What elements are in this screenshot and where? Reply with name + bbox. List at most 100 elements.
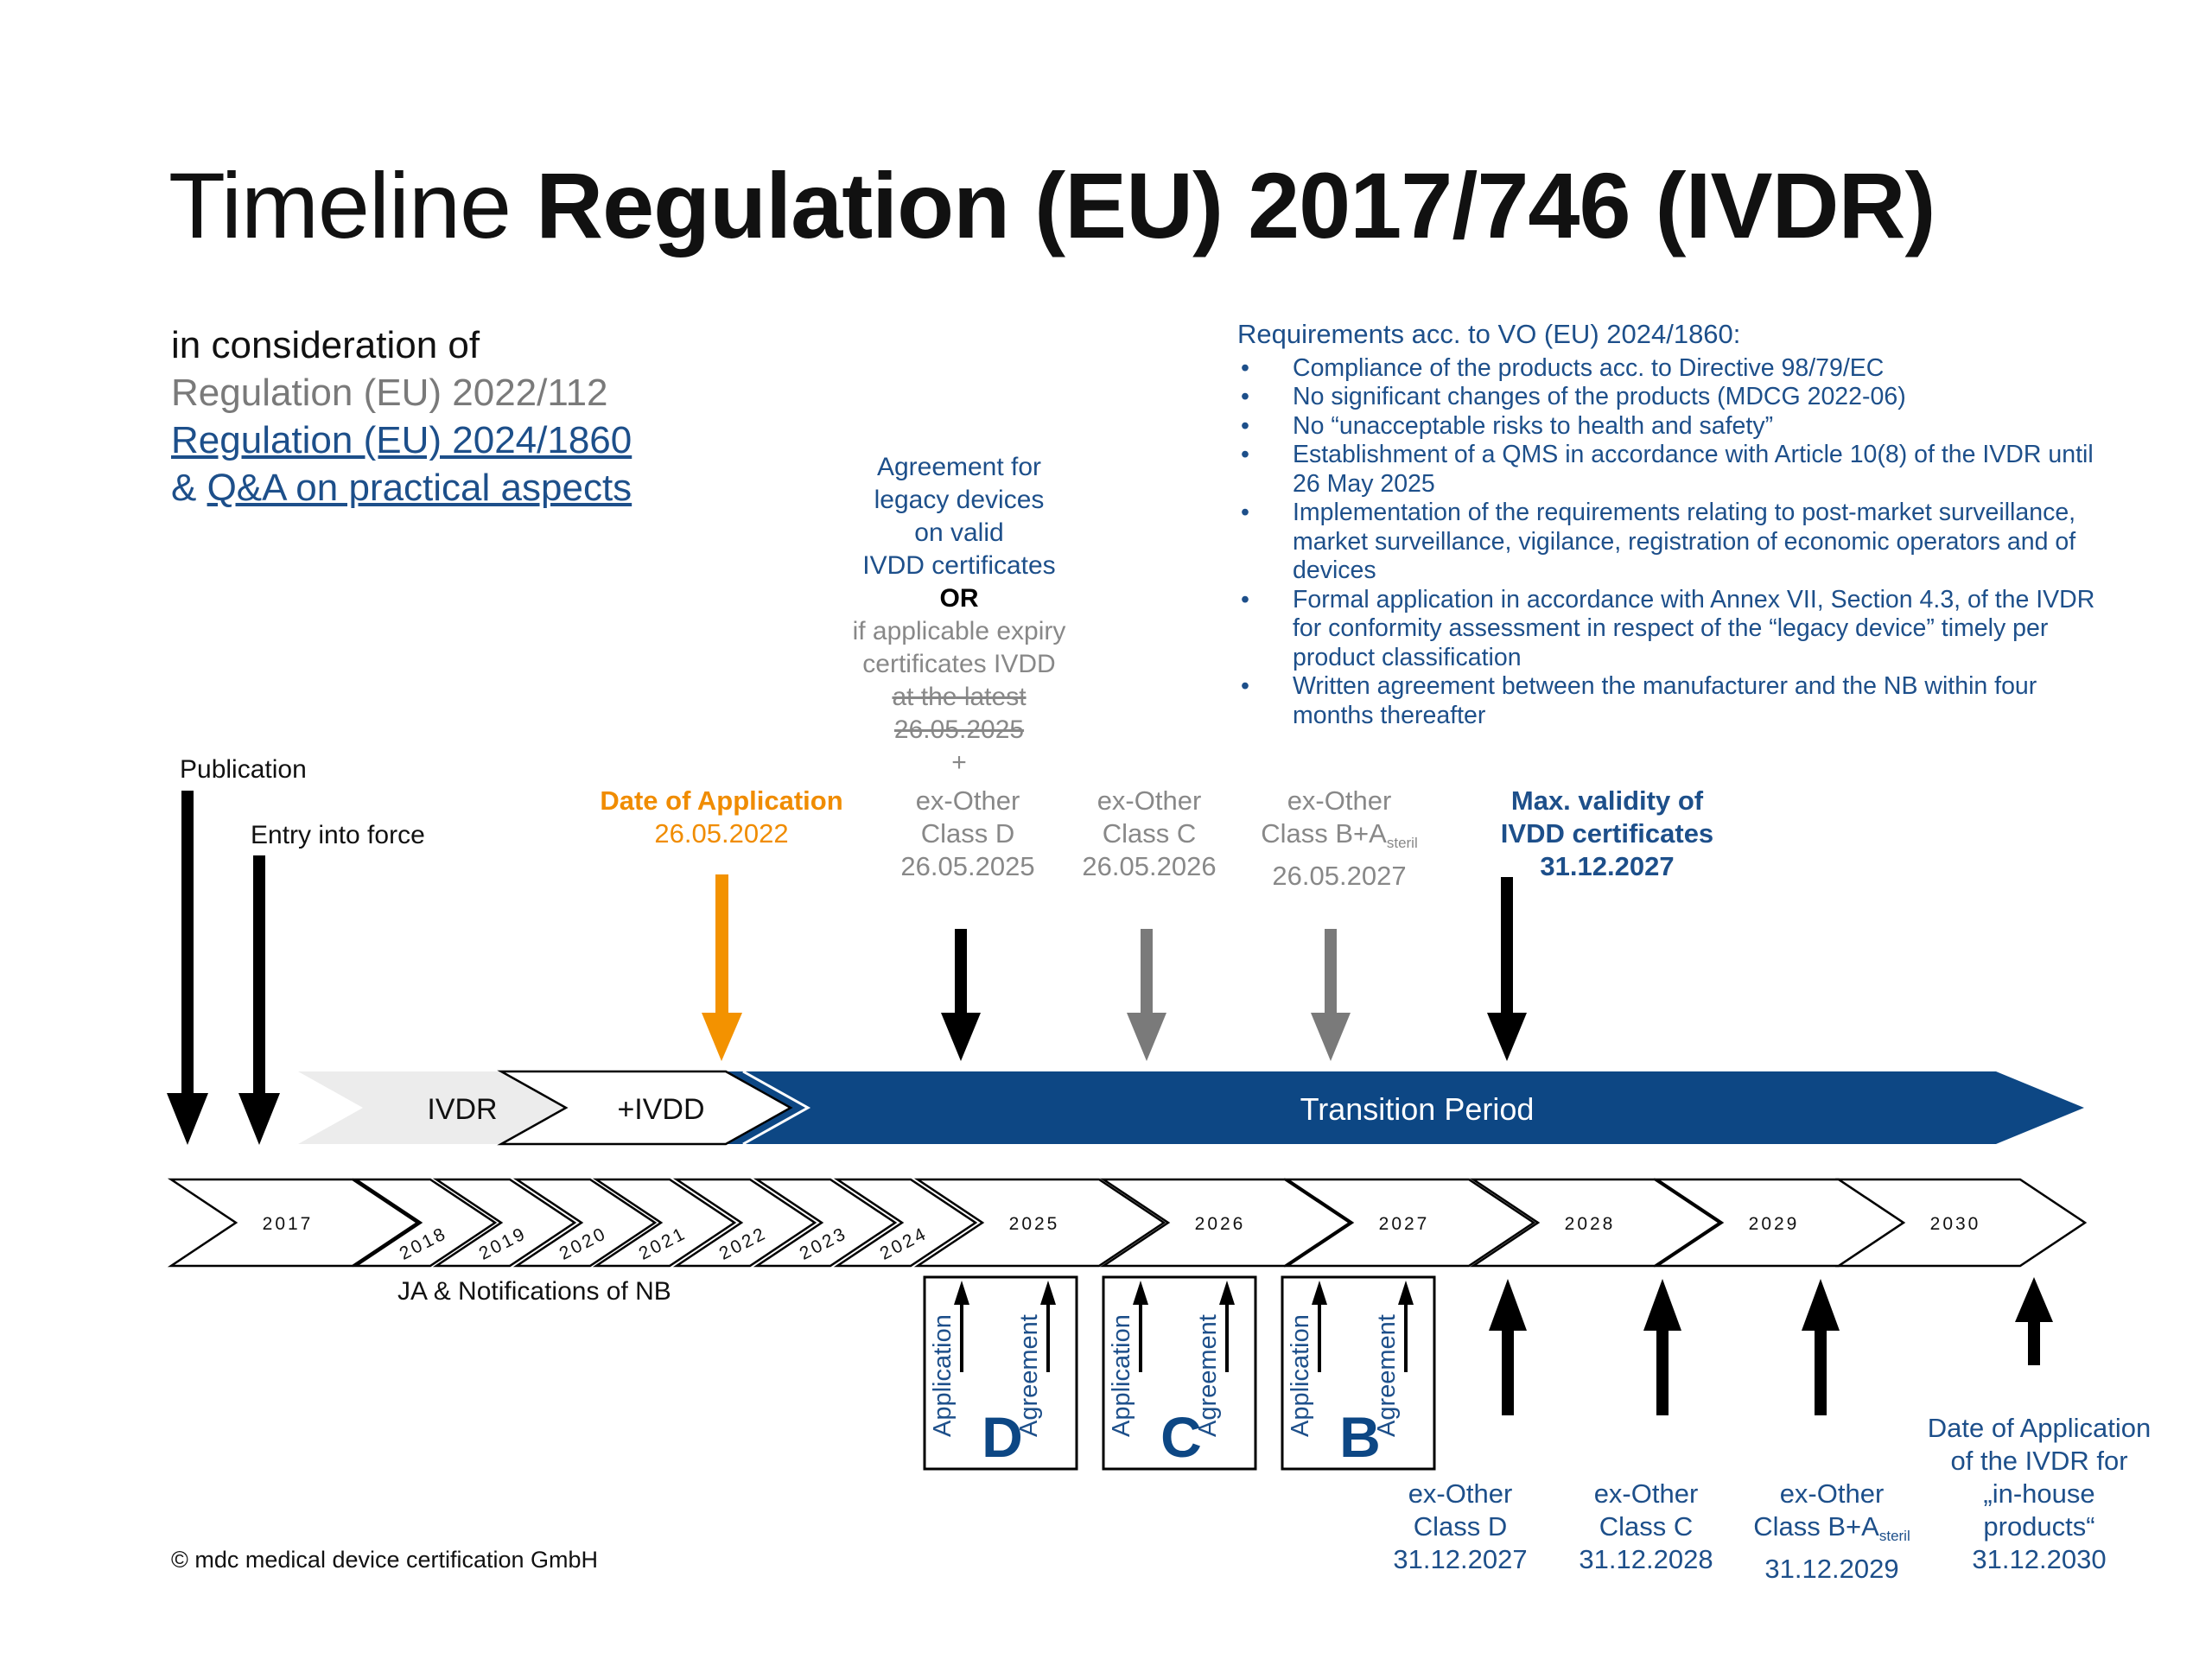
event-date: 31.12.2030 <box>1972 1544 2107 1574</box>
agreement-arrow <box>1046 1301 1050 1372</box>
agreement-note-or: OR <box>939 584 979 613</box>
year-chevron <box>1283 1178 1536 1268</box>
event-line: ex-Other <box>1408 1478 1513 1509</box>
year-chevron <box>512 1178 658 1268</box>
agreement-arrow <box>1225 1301 1229 1372</box>
class-letter: D <box>982 1405 1023 1469</box>
bottom-arrow-in-house <box>2015 1277 2053 1365</box>
event-line: Class B+A <box>1261 818 1387 849</box>
requirement-item: Written agreement between the manufactur… <box>1241 672 2110 730</box>
publication-label: Publication <box>180 755 307 784</box>
agreement-note-line: on valid <box>914 518 1004 547</box>
year-chevron <box>672 1178 817 1268</box>
copyright: © mdc medical device certification GmbH <box>171 1547 599 1573</box>
bottom-arrow-class-c <box>1643 1279 1681 1415</box>
entry-into-force-arrow <box>238 855 280 1145</box>
ex-other-class-b-label: ex-Other Class B+Asteril 26.05.2027 <box>1236 785 1443 893</box>
arrow-head <box>1312 1281 1327 1305</box>
event-line: IVDD certificates <box>1500 818 1714 849</box>
arrow-head <box>1040 1281 1056 1305</box>
application-arrow <box>1318 1301 1321 1372</box>
band-ivdd-label: +IVDD <box>617 1093 704 1126</box>
title-bold: Regulation (EU) 2017/746 (IVDR) <box>536 153 1936 257</box>
event-line: ex-Other <box>1779 1478 1885 1509</box>
arrow-head <box>1133 1281 1148 1305</box>
max-validity-label: Max. validity of IVDD certificates 31.12… <box>1478 785 1737 883</box>
event-date: 26.05.2025 <box>900 851 1035 881</box>
event-line: ex-Other <box>1593 1478 1699 1509</box>
bottom-class-d-label: ex-Other Class D 31.12.2027 <box>1365 1478 1555 1576</box>
box-frame <box>923 1275 1078 1471</box>
qa-prefix: & <box>171 467 207 509</box>
application-arrow <box>1139 1301 1142 1372</box>
bottom-arrow-class-d <box>1489 1279 1527 1415</box>
event-line: Max. validity of <box>1510 785 1704 816</box>
event-line: Class D <box>1413 1511 1508 1542</box>
year-label: 2017 <box>263 1214 314 1234</box>
year-chevron <box>1834 1178 2088 1268</box>
agreement-note-line: if applicable expiry <box>852 617 1066 645</box>
application-label: Application <box>1108 1314 1135 1437</box>
consideration-block: in consideration of Regulation (EU) 2022… <box>171 321 632 512</box>
year-chevron <box>352 1178 498 1268</box>
agreement-note-line: certificates IVDD <box>862 650 1056 678</box>
year-chevron <box>833 1178 978 1268</box>
event-date: 31.12.2027 <box>1393 1544 1528 1574</box>
qa-practical-aspects-link[interactable]: Q&A on practical aspects <box>207 467 632 509</box>
event-date: 31.12.2027 <box>1540 851 1675 881</box>
title-light: Timeline <box>168 153 512 257</box>
agreement-label: Agreement <box>1015 1314 1043 1437</box>
application-arrow <box>960 1301 963 1372</box>
agreement-note-plus: + <box>951 748 967 777</box>
requirement-item: Compliance of the products acc. to Direc… <box>1241 354 2110 384</box>
bottom-in-house-label: Date of Application of the IVDR for „in-… <box>1910 1412 2169 1576</box>
entry-into-force-label: Entry into force <box>251 821 425 849</box>
year-label: 2026 <box>1195 1214 1246 1234</box>
ivdd-band-segment <box>497 1070 793 1146</box>
year-label: 2030 <box>1930 1214 1981 1234</box>
year-label: 2027 <box>1379 1214 1430 1234</box>
year-label: 2029 <box>1749 1214 1800 1234</box>
agreement-label: Agreement <box>1194 1314 1222 1437</box>
event-line: Class C <box>1102 818 1197 849</box>
arrow-head <box>1219 1281 1235 1305</box>
ivdr-band-segment <box>298 1071 596 1144</box>
regulation-2024-1860-link[interactable]: Regulation (EU) 2024/1860 <box>171 419 632 461</box>
year-label: 2028 <box>1565 1214 1616 1234</box>
event-subscript: steril <box>1878 1528 1910 1544</box>
agreement-note-struck: at the latest <box>892 683 1027 711</box>
date-of-application-arrow <box>702 874 742 1061</box>
requirement-item: Implementation of the requirements relat… <box>1241 499 2110 586</box>
agreement-note-line: legacy devices <box>874 486 1045 514</box>
event-line: of the IVDR for <box>1950 1446 2128 1476</box>
requirements-block: Requirements acc. to VO (EU) 2024/1860: … <box>1237 320 2110 730</box>
band-ivdr-label: IVDR <box>427 1093 497 1126</box>
bottom-arrow-class-b <box>1802 1279 1840 1415</box>
event-date: 26.05.2026 <box>1082 851 1217 881</box>
publication-arrow <box>167 791 208 1145</box>
page-title: Timeline Regulation (EU) 2017/746 (IVDR) <box>168 151 1936 259</box>
event-subscript: steril <box>1386 835 1418 851</box>
transition-period-band <box>704 1071 2084 1144</box>
requirement-item: No significant changes of the products (… <box>1241 383 2110 412</box>
year-chevron <box>913 1178 1166 1268</box>
arrow-head <box>954 1281 969 1305</box>
application-label: Application <box>1287 1314 1314 1437</box>
year-chevron <box>167 1178 420 1268</box>
doa-date: 26.05.2022 <box>654 818 789 849</box>
year-chevron <box>432 1178 577 1268</box>
ja-notifications-label: JA & Notifications of NB <box>397 1277 671 1306</box>
box-frame <box>1102 1275 1257 1471</box>
event-line: Class B+A <box>1753 1511 1879 1542</box>
class-letter: B <box>1339 1405 1381 1469</box>
agreement-label: Agreement <box>1373 1314 1401 1437</box>
event-line: Date of Application <box>1927 1413 2152 1443</box>
agreement-arrow <box>1404 1301 1408 1372</box>
arrow-head <box>1398 1281 1414 1305</box>
year-label: 2025 <box>1009 1214 1060 1234</box>
